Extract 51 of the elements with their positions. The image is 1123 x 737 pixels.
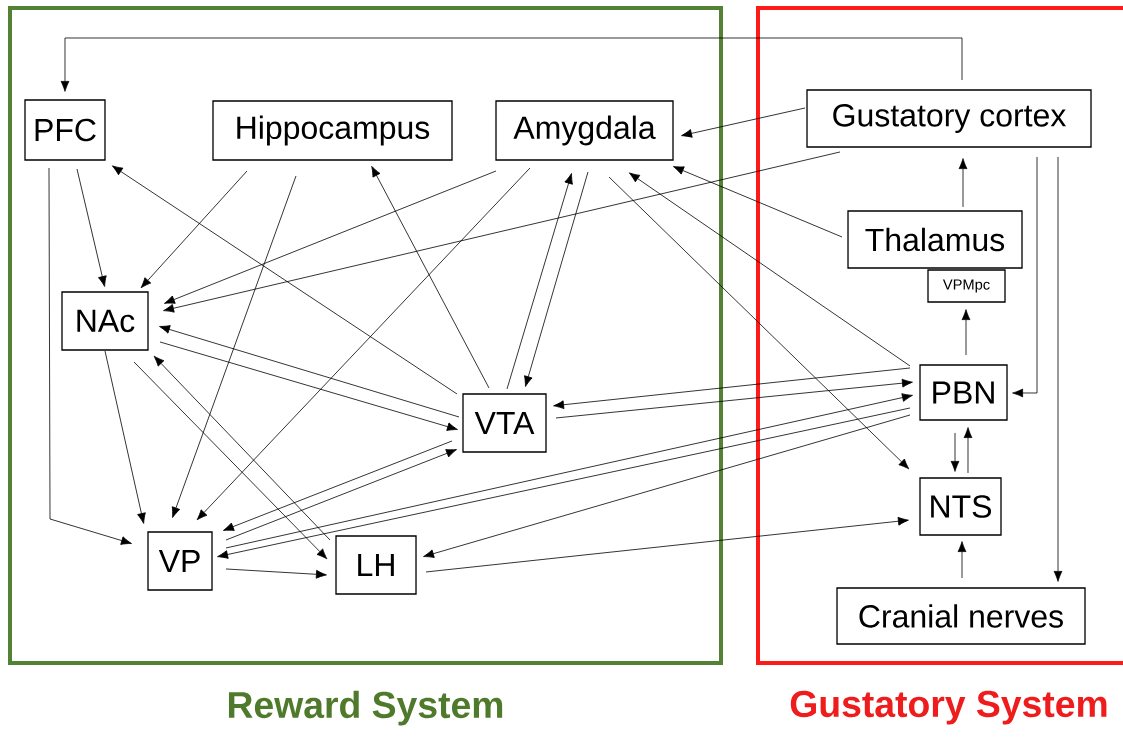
region-box: LH <box>335 535 417 595</box>
region-box: NAc <box>61 291 149 351</box>
arrow <box>111 165 458 395</box>
arrow <box>423 414 911 558</box>
region-box: Gustatory cortex <box>806 89 1092 148</box>
arrow <box>196 167 531 521</box>
arrow <box>371 166 490 389</box>
arrow <box>104 350 146 524</box>
arrow <box>1012 156 1038 398</box>
arrow <box>1053 156 1063 582</box>
arrow <box>963 427 973 474</box>
arrow <box>48 167 132 545</box>
region-box: VTA <box>462 393 547 453</box>
node-label: Gustatory System <box>790 690 1107 725</box>
arrow <box>217 407 911 559</box>
region-box: Cranial nerves <box>836 587 1086 645</box>
region-box: Amygdala <box>495 100 674 161</box>
arrow <box>153 355 331 541</box>
arrow <box>673 166 843 238</box>
arrow <box>76 168 107 287</box>
arrow <box>524 171 589 387</box>
arrow <box>950 432 960 472</box>
arrow <box>555 378 913 419</box>
arrow <box>681 107 806 138</box>
arrow <box>223 440 453 531</box>
region-box: VP <box>147 531 213 591</box>
arrow <box>163 151 841 313</box>
region-box: Hippocampus <box>212 100 453 161</box>
arrow <box>133 361 328 560</box>
arrow <box>140 170 248 289</box>
arrow <box>164 170 497 304</box>
arrow <box>506 173 573 390</box>
arrow <box>957 541 967 579</box>
region-box: PFC <box>24 99 106 161</box>
arrow <box>225 449 457 541</box>
region-box: NTS <box>919 477 1002 536</box>
arrow <box>961 309 971 356</box>
arrow <box>958 158 968 208</box>
arrow <box>553 367 911 410</box>
arrow <box>171 175 297 518</box>
arrow <box>225 568 327 579</box>
arrow <box>159 325 460 418</box>
arrow <box>60 37 963 92</box>
small-box: VPMpc <box>927 269 1006 303</box>
arrow <box>159 341 458 431</box>
arrow <box>225 393 913 549</box>
arrow <box>628 172 911 367</box>
arrow <box>608 176 910 470</box>
region-box: PBN <box>919 364 1008 421</box>
node-label: Reward System <box>228 690 503 726</box>
arrow <box>425 516 909 573</box>
